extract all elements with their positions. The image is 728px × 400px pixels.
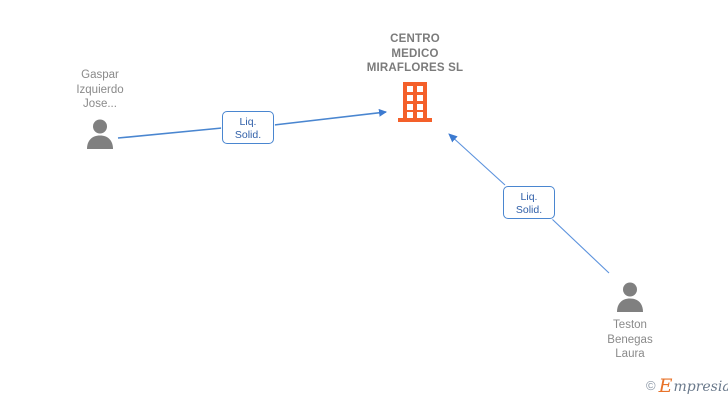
copyright-symbol: © <box>646 378 656 393</box>
company-name: CENTRO MEDICO MIRAFLORES SL <box>366 33 464 74</box>
brand-name: mpresia <box>673 378 728 395</box>
edge-left-person-to-label <box>117 127 223 139</box>
person-node-left[interactable]: Gaspar Izquierdo Jose... <box>45 68 155 149</box>
edge-left-label-to-company <box>273 108 387 126</box>
relation-label-right[interactable]: Liq. Solid. <box>503 186 555 219</box>
relation-label-left[interactable]: Liq. Solid. <box>222 111 274 144</box>
edge-right-person-to-label <box>551 218 610 274</box>
person-right-name: Teston Benegas Laura <box>607 319 653 360</box>
watermark: © E mpresia <box>646 375 728 397</box>
person-icon <box>87 119 113 149</box>
person-icon <box>617 282 643 312</box>
edge-right-label-to-company <box>448 133 506 186</box>
company-node[interactable]: CENTRO MEDICO MIRAFLORES SL <box>345 32 485 122</box>
brand-initial: E <box>658 375 673 397</box>
person-node-right[interactable]: Teston Benegas Laura <box>575 281 685 362</box>
person-left-name: Gaspar Izquierdo Jose... <box>76 69 124 110</box>
building-icon <box>398 81 432 122</box>
